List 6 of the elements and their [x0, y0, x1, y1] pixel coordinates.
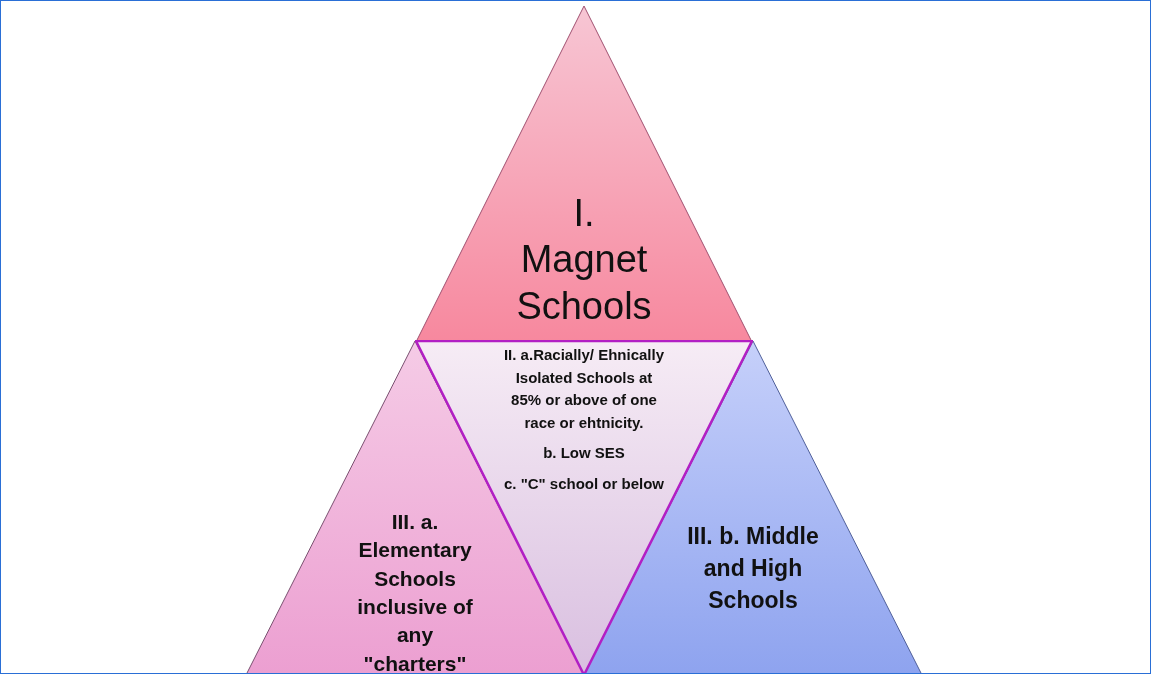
- triangle-label: c. "C" school or below: [502, 473, 666, 494]
- triangle-label: I. Magnet Schools: [515, 191, 653, 329]
- triangle-label: b. Low SES: [542, 443, 626, 463]
- triangle-label: II. a.Racially/ Ehnically Isolated Schools at 85% or above of one race or ehtnicity.: [502, 345, 666, 433]
- triangle-label: III. b. Middle and High Schools: [686, 522, 820, 616]
- triangle-label: III. a. Elementary Schools inclusive of any "charters": [356, 509, 474, 673]
